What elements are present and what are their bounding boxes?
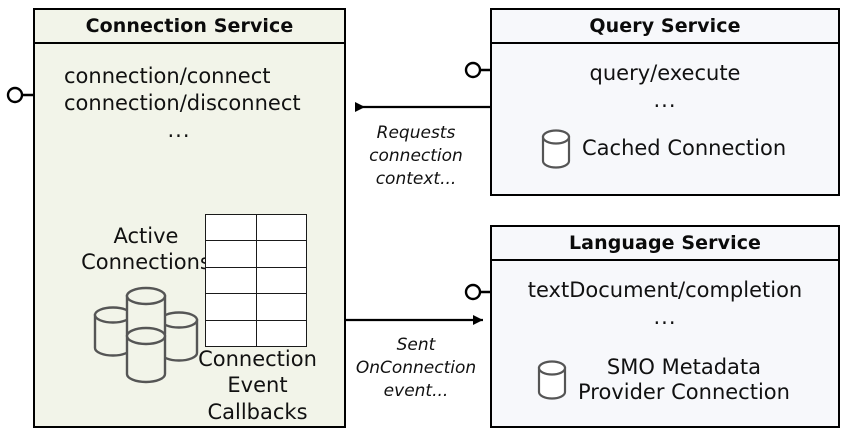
language-service-body: textDocument/completion ... SMO Metadata… <box>492 263 838 426</box>
callbacks-label-line-3: Callbacks <box>207 399 308 424</box>
table-cell <box>205 266 257 295</box>
table-cell <box>205 213 257 242</box>
api-endpoint-query-execute: query/execute <box>589 61 741 85</box>
table-row <box>205 240 307 268</box>
query-service-resource: Cached Connection <box>540 128 786 170</box>
query-service-box[interactable]: Query Service query/execute ... Cached C… <box>490 8 840 196</box>
api-endpoint-textdocument-completion: textDocument/completion <box>527 278 803 302</box>
smo-metadata-line-2: Provider Connection <box>578 380 790 405</box>
database-cylinder-icon <box>537 360 567 400</box>
connection-event-callbacks-label: Connection Event Callbacks <box>175 346 340 425</box>
database-cluster-icon <box>93 286 199 384</box>
table-cell <box>255 266 307 295</box>
query-service-api-list: query/execute ... <box>492 60 838 114</box>
api-endpoint-disconnect: connection/disconnect <box>64 90 301 115</box>
database-cylinder-icon <box>541 129 571 169</box>
table-row <box>205 213 307 242</box>
connection-service-title: Connection Service <box>35 10 344 44</box>
cached-connection-line-1: Cached Connection <box>582 136 787 161</box>
edge-label-top-line-1: Requests <box>376 123 456 143</box>
connection-service-body: connection/connect connection/disconnect… <box>35 46 344 426</box>
language-service-resource: SMO Metadata Provider Connection <box>536 355 790 405</box>
table-cell <box>205 240 257 268</box>
edge-label-top-line-2: connection <box>369 145 463 166</box>
edge-label-top-line-3: context... <box>375 168 457 189</box>
api-endpoint-connect: connection/connect <box>64 64 271 88</box>
callbacks-label-line-2: Event <box>227 373 288 398</box>
table-row <box>205 319 307 347</box>
connection-service-box[interactable]: Connection Service connection/connect co… <box>33 8 346 428</box>
query-service-title: Query Service <box>492 10 838 44</box>
connection-event-callbacks-table <box>205 213 307 347</box>
connection-service-api-ellipsis: ... <box>167 117 191 142</box>
query-service-api-ellipsis: ... <box>653 87 677 112</box>
table-row <box>205 266 307 295</box>
query-service-body: query/execute ... Cached Connection <box>492 46 838 194</box>
edge-label-sent-onconnection-event: Sent OnConnection event... <box>352 334 480 403</box>
cached-connection-label: Cached Connection <box>582 136 786 161</box>
smo-metadata-line-1: SMO Metadata <box>606 355 762 379</box>
active-connections-line-2: Connections <box>81 250 211 275</box>
language-service-api-list: textDocument/completion ... <box>492 277 838 331</box>
language-service-api-ellipsis: ... <box>653 304 677 329</box>
table-cell <box>255 240 307 268</box>
table-body <box>205 213 307 347</box>
edge-label-requests-connection-context: Requests connection context... <box>352 122 480 191</box>
table-cell <box>205 319 257 347</box>
edge-label-bottom-line-3: event... <box>383 380 449 401</box>
smo-metadata-provider-connection-label: SMO Metadata Provider Connection <box>578 355 790 405</box>
edge-label-bottom-line-2: OnConnection <box>355 357 477 378</box>
edge-label-bottom-line-1: Sent <box>396 335 436 355</box>
callbacks-label-line-1: Connection <box>198 347 317 371</box>
connection-service-api-list: connection/connect connection/disconnect… <box>35 63 344 144</box>
table-row <box>205 293 307 321</box>
active-connections-line-1: Active <box>113 224 179 248</box>
table-cell <box>255 213 307 242</box>
table-cell <box>255 319 307 347</box>
language-service-box[interactable]: Language Service textDocument/completion… <box>490 225 840 428</box>
table-cell <box>205 293 257 321</box>
language-service-title: Language Service <box>492 227 838 261</box>
active-connections-label: Active Connections <box>71 223 221 276</box>
table-cell <box>255 293 307 321</box>
